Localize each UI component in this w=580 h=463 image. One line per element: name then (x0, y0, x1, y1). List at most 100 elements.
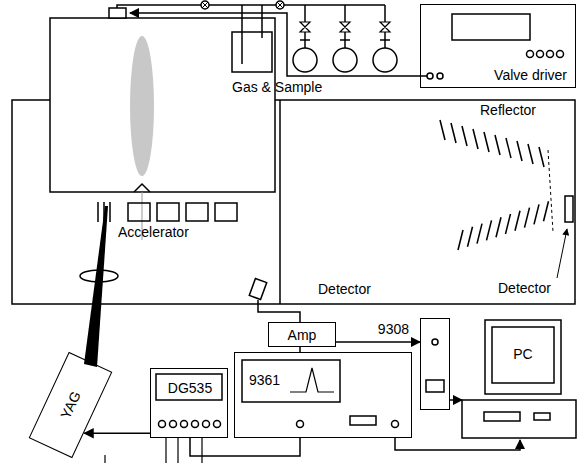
reflector-electrode (495, 135, 500, 155)
generator-ports (159, 421, 221, 428)
reflector-electrode (506, 214, 511, 234)
ion-lens (128, 203, 150, 221)
output-slot (426, 380, 444, 392)
input-port (432, 339, 438, 345)
outlet-tube (261, 5, 263, 38)
reflector-electrode (484, 132, 489, 152)
reflector-electrode (525, 208, 530, 228)
laser-box: YAG (28, 352, 112, 458)
reflector-electrode (473, 129, 478, 149)
laser-beam (84, 206, 108, 367)
driver-knob (527, 51, 534, 58)
node-label: YAG (57, 389, 84, 422)
ion-lens (215, 203, 237, 221)
gas-label: Gas & Sample (232, 79, 322, 95)
sample-vessel (232, 32, 272, 72)
gas-flask (333, 48, 357, 72)
gas-flask (373, 48, 397, 72)
scope-screen (242, 360, 340, 402)
valve-trigger-wire (130, 13, 427, 76)
gas-valve-mark (277, 2, 283, 8)
reflector-electrode (517, 141, 522, 161)
driver-knob (537, 51, 544, 58)
reflector-upper-stack (440, 120, 544, 167)
gas-valve (201, 1, 209, 9)
generator-port (203, 421, 210, 428)
node-label: Valve driver (494, 67, 567, 83)
instrument-box: Valve driver (420, 4, 576, 88)
monitor-screen (492, 327, 554, 383)
reflector-electrode (462, 126, 467, 146)
reflector-electrode (534, 204, 539, 224)
node-label: PC (492, 346, 554, 362)
flask-valve (300, 22, 390, 32)
scope-port (392, 421, 399, 428)
generator-port (181, 421, 188, 428)
generator-port (214, 421, 221, 428)
generator-port (159, 421, 166, 428)
reflector-electrode (440, 120, 445, 140)
scope-slot (350, 416, 376, 425)
pc-case (462, 400, 576, 438)
cable (395, 438, 520, 450)
cable (84, 433, 150, 435)
reflector-electrode (515, 211, 520, 231)
leader-line (557, 229, 567, 278)
reflector-electrode (528, 144, 533, 164)
cable (190, 438, 300, 456)
reflector-grid (548, 150, 553, 232)
reflector-electrode (496, 217, 501, 237)
ion-lens (186, 203, 208, 221)
reflectron-detector (565, 196, 573, 222)
molecular-beam-plume (130, 36, 154, 176)
part-label: Detector (318, 281, 371, 297)
computer: PC (462, 318, 576, 440)
counter-box: 9308 (420, 318, 450, 410)
part-label: Reflector (480, 102, 536, 118)
cable (336, 341, 420, 343)
drive-slot (484, 412, 520, 421)
node-label: 9361 (249, 372, 280, 388)
reflector-electrode (477, 224, 482, 244)
flask-clamp (300, 39, 390, 41)
reflector-electrode (506, 138, 511, 158)
generator-display (156, 374, 222, 400)
scope-trace (290, 368, 334, 392)
driver-knob (547, 51, 554, 58)
ion-lens (157, 203, 179, 221)
reflector-lower-stack (458, 201, 549, 250)
reflector-electrode (544, 201, 549, 221)
reflector-electrode (468, 227, 473, 247)
node-label: 9308 (378, 321, 409, 337)
reflector-electrode (539, 147, 544, 167)
skimmer (134, 184, 150, 192)
gas-valve-mark (202, 2, 208, 8)
driver-display (452, 14, 530, 40)
focusing-lens (80, 270, 118, 282)
amplifier-box: Amp (268, 322, 336, 347)
gas-valve (276, 1, 284, 9)
generator-port (192, 421, 199, 428)
gas-flask (293, 48, 317, 72)
delay-generator-box: DG535 (150, 368, 228, 438)
monitor (485, 320, 561, 394)
cable (104, 455, 105, 463)
node-label: Amp (288, 327, 317, 343)
scope-port (297, 421, 304, 428)
linear-detector (249, 278, 266, 299)
cable (166, 438, 202, 463)
reflector-electrode (458, 230, 463, 250)
cable (450, 399, 462, 401)
gas-flasks (293, 5, 397, 72)
detector-wire (258, 300, 300, 322)
chamber-divider (279, 100, 281, 304)
oscilloscope-box: 9361 (234, 352, 412, 438)
part-label: Detector (498, 280, 551, 296)
drive-slot (534, 413, 550, 420)
driver-knob (557, 51, 564, 58)
node-label: DG535 (157, 380, 223, 396)
driver-port (427, 73, 433, 79)
